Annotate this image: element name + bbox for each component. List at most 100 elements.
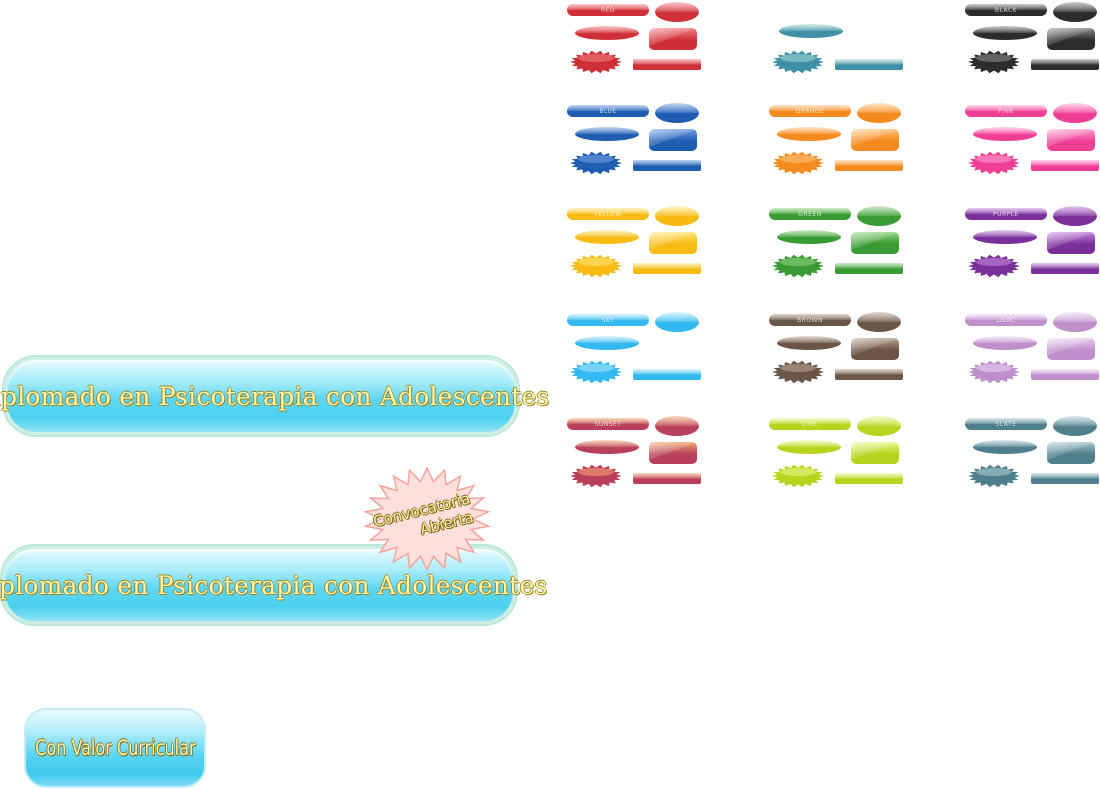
swatch-bar-button[interactable] bbox=[633, 59, 701, 70]
swatch-pill-button[interactable]: BLACK bbox=[965, 4, 1047, 16]
swatch-burst-button[interactable] bbox=[569, 464, 623, 488]
swatch-wide-oval-button[interactable] bbox=[777, 440, 841, 454]
swatch-square-button[interactable] bbox=[649, 28, 697, 50]
swatch-small-oval-button[interactable] bbox=[1053, 416, 1097, 436]
swatch-pill-button[interactable]: PURPLE bbox=[965, 208, 1047, 220]
swatch-small-oval-button[interactable] bbox=[1053, 2, 1097, 22]
swatch-pill-button[interactable]: LILAC bbox=[965, 314, 1047, 326]
swatch-pill-button[interactable]: ORANGE bbox=[769, 105, 851, 117]
swatch-wide-oval-button[interactable] bbox=[575, 230, 639, 244]
swatch-pill-button[interactable]: RED bbox=[567, 4, 649, 16]
swatch-small-oval-button[interactable] bbox=[857, 103, 901, 123]
swatch-small-oval-button[interactable] bbox=[1053, 312, 1097, 332]
swatch-square-button[interactable] bbox=[649, 442, 697, 464]
swatch-square-button[interactable] bbox=[1047, 232, 1095, 254]
swatch-burst-button[interactable] bbox=[967, 360, 1021, 384]
swatch-wide-oval-button[interactable] bbox=[777, 230, 841, 244]
swatch-wide-oval-button[interactable] bbox=[973, 230, 1037, 244]
swatch-burst-button[interactable] bbox=[967, 50, 1021, 74]
swatch-burst-button[interactable] bbox=[771, 254, 825, 278]
swatch-wide-oval-button[interactable] bbox=[575, 440, 639, 454]
swatch-wide-oval-button[interactable] bbox=[575, 127, 639, 141]
swatch-square-button[interactable] bbox=[649, 232, 697, 254]
swatch-burst-button[interactable] bbox=[569, 50, 623, 74]
swatch-small-oval-button[interactable] bbox=[857, 312, 901, 332]
swatch-small-oval-button[interactable] bbox=[655, 103, 699, 123]
swatch-small-oval-button[interactable] bbox=[655, 312, 699, 332]
swatch-square-button[interactable] bbox=[851, 338, 899, 360]
swatch-pill-button[interactable]: SKY bbox=[567, 314, 649, 326]
swatch-wide-oval-button[interactable] bbox=[777, 127, 841, 141]
swatch-pill-button[interactable]: YELLOW bbox=[567, 208, 649, 220]
valor-curricular-button[interactable]: Con Valor Curricular bbox=[24, 708, 206, 788]
swatch-pill-button[interactable]: SLATE bbox=[965, 418, 1047, 430]
swatch-small-oval-button[interactable] bbox=[1053, 206, 1097, 226]
swatch-square-button[interactable] bbox=[1047, 28, 1095, 50]
swatch-bar-button[interactable] bbox=[835, 473, 903, 484]
swatch-wide-oval-button[interactable] bbox=[973, 26, 1037, 40]
swatch-bar-button[interactable] bbox=[1031, 369, 1099, 380]
swatch-small-oval-button[interactable] bbox=[655, 416, 699, 436]
swatch-pill-button[interactable]: PINK bbox=[965, 105, 1047, 117]
swatch-burst-button[interactable] bbox=[967, 151, 1021, 175]
swatch-burst-button[interactable] bbox=[569, 254, 623, 278]
swatch-small-oval-button[interactable] bbox=[1053, 103, 1097, 123]
swatch-teal bbox=[769, 2, 909, 78]
swatch-wide-oval-button[interactable] bbox=[973, 440, 1037, 454]
starburst-shape bbox=[363, 466, 491, 572]
swatch-burst-button[interactable] bbox=[771, 360, 825, 384]
swatch-brown: BROWN bbox=[769, 312, 909, 388]
swatch-sky: SKY bbox=[567, 312, 707, 388]
swatch-bar-button[interactable] bbox=[633, 369, 701, 380]
swatch-burst-button[interactable] bbox=[569, 360, 623, 384]
swatch-bar-button[interactable] bbox=[633, 263, 701, 274]
swatch-pill-button[interactable]: BLUE bbox=[567, 105, 649, 117]
swatch-square-button[interactable] bbox=[851, 129, 899, 151]
swatch-square-button[interactable] bbox=[649, 129, 697, 151]
swatch-bar-button[interactable] bbox=[633, 473, 701, 484]
swatch-wide-oval-button[interactable] bbox=[777, 336, 841, 350]
swatch-pill-button[interactable]: SUNSET bbox=[567, 418, 649, 430]
swatch-burst-button[interactable] bbox=[771, 464, 825, 488]
convocatoria-starburst-badge[interactable]: Convocatoria Abierta bbox=[358, 466, 496, 572]
swatch-burst-button[interactable] bbox=[967, 254, 1021, 278]
swatch-lime: LIME bbox=[769, 416, 909, 492]
swatch-square-button[interactable] bbox=[1047, 442, 1095, 464]
swatch-wide-oval-button[interactable] bbox=[575, 26, 639, 40]
swatch-square-button[interactable] bbox=[1047, 129, 1095, 151]
swatch-blue: BLUE bbox=[567, 103, 707, 179]
swatch-bar-button[interactable] bbox=[1031, 263, 1099, 274]
swatch-bar-button[interactable] bbox=[835, 263, 903, 274]
valor-curricular-label: Con Valor Curricular bbox=[34, 736, 196, 760]
swatch-small-oval-button[interactable] bbox=[655, 2, 699, 22]
swatch-wide-oval-button[interactable] bbox=[575, 336, 639, 350]
swatch-square-button[interactable] bbox=[851, 232, 899, 254]
swatch-wide-oval-button[interactable] bbox=[779, 24, 843, 38]
swatch-burst-button[interactable] bbox=[569, 151, 623, 175]
swatch-bar-button[interactable] bbox=[1031, 160, 1099, 171]
swatch-burst-button[interactable] bbox=[771, 50, 825, 74]
swatch-slate: SLATE bbox=[965, 416, 1100, 492]
swatch-burst-button[interactable] bbox=[771, 151, 825, 175]
swatch-pill-button[interactable]: LIME bbox=[769, 418, 851, 430]
swatch-bar-button[interactable] bbox=[835, 59, 903, 70]
swatch-wide-oval-button[interactable] bbox=[973, 336, 1037, 350]
swatch-sunset: SUNSET bbox=[567, 416, 707, 492]
swatch-small-oval-button[interactable] bbox=[655, 206, 699, 226]
swatch-bar-button[interactable] bbox=[633, 160, 701, 171]
swatch-small-oval-button[interactable] bbox=[857, 416, 901, 436]
swatch-square-button[interactable] bbox=[1047, 338, 1095, 360]
diplomado-banner-button[interactable]: Diplomado en Psicoterapia con Adolescent… bbox=[0, 357, 549, 435]
swatch-pill-button[interactable]: GREEN bbox=[769, 208, 851, 220]
swatch-orange: ORANGE bbox=[769, 103, 909, 179]
swatch-bar-button[interactable] bbox=[835, 369, 903, 380]
swatch-bar-button[interactable] bbox=[835, 160, 903, 171]
swatch-burst-button[interactable] bbox=[967, 464, 1021, 488]
swatch-wide-oval-button[interactable] bbox=[973, 127, 1037, 141]
swatch-bar-button[interactable] bbox=[1031, 473, 1099, 484]
swatch-bar-button[interactable] bbox=[1031, 59, 1099, 70]
swatch-pill-button[interactable]: BROWN bbox=[769, 314, 851, 326]
swatch-square-button[interactable] bbox=[851, 442, 899, 464]
swatch-small-oval-button[interactable] bbox=[857, 206, 901, 226]
